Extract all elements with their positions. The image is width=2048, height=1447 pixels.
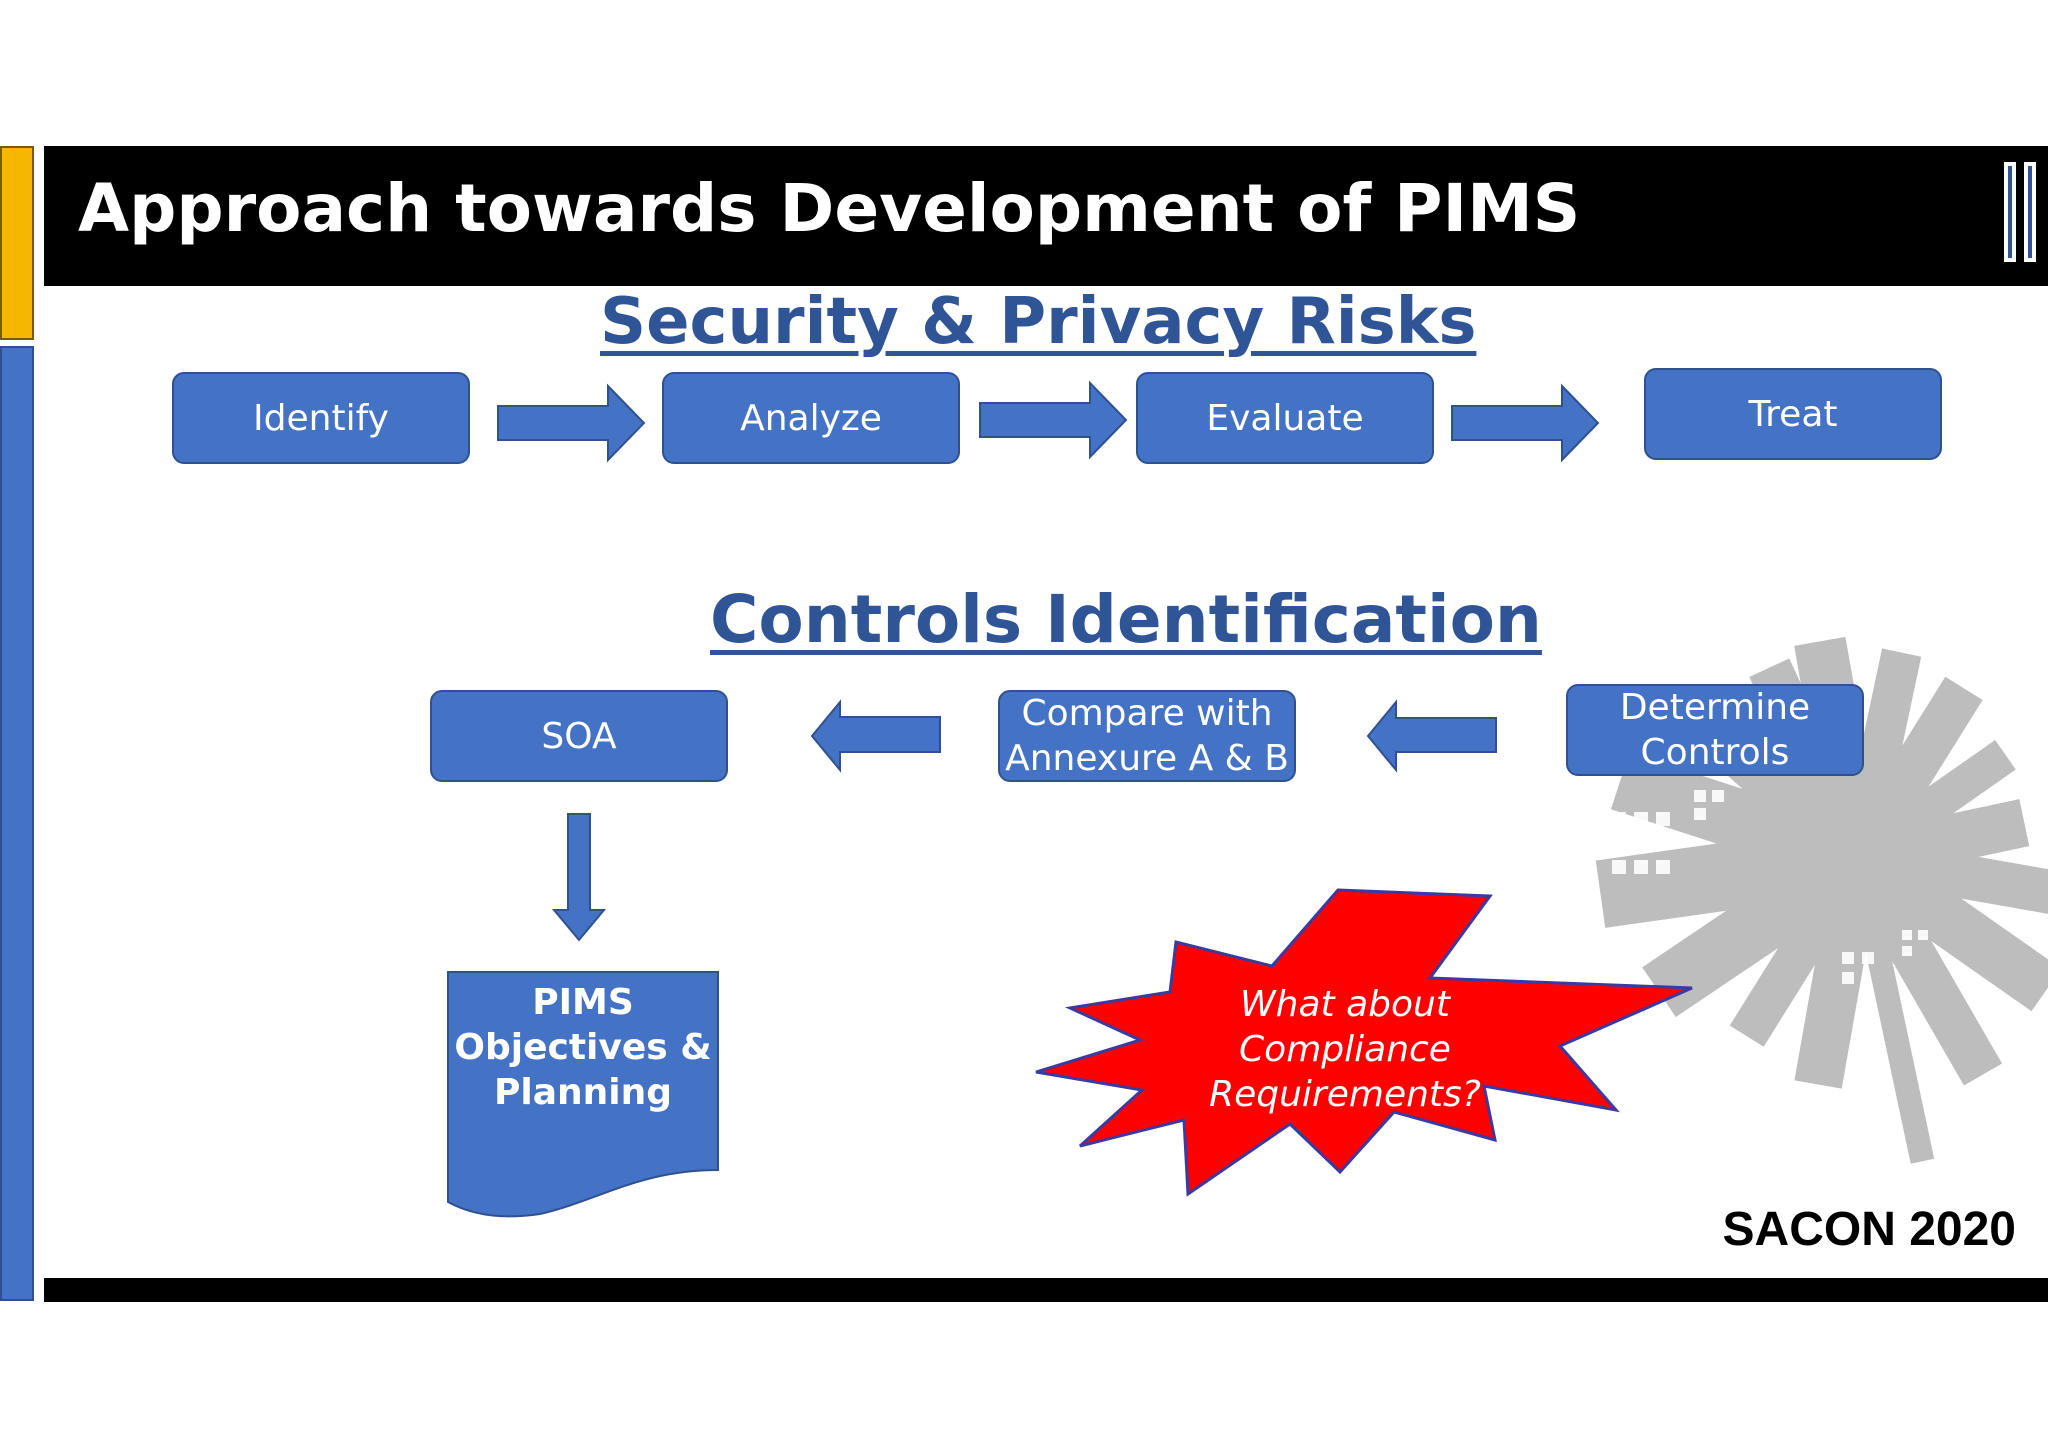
footer-bar bbox=[44, 1278, 2048, 1302]
step-label: Analyze bbox=[740, 397, 882, 439]
section-title-risks: Security & Privacy Risks bbox=[600, 285, 1477, 359]
accent-bar-yellow bbox=[0, 146, 34, 340]
arrow-down-icon bbox=[551, 813, 607, 942]
step-label: Compare with Annexure A & B bbox=[1005, 693, 1289, 779]
step-label: Evaluate bbox=[1206, 397, 1364, 439]
step-label: SOA bbox=[541, 715, 617, 757]
callout-starburst bbox=[1035, 888, 1693, 1197]
step-compare-annexure: Compare with Annexure A & B bbox=[998, 690, 1296, 782]
section-title-controls: Controls Identification bbox=[710, 581, 1542, 658]
city-radial-graphic bbox=[1595, 636, 2048, 1164]
slide-title: Approach towards Development of PIMS bbox=[78, 170, 1581, 247]
accent-bar-blue bbox=[0, 346, 34, 1301]
arrow-right-icon bbox=[1451, 383, 1600, 463]
step-soa: SOA bbox=[430, 690, 728, 782]
arrow-right-icon bbox=[497, 383, 646, 463]
arrow-left-icon bbox=[1366, 699, 1497, 773]
step-label: Determine Controls bbox=[1619, 687, 1811, 773]
step-evaluate: Evaluate bbox=[1136, 372, 1434, 464]
step-identify: Identify bbox=[172, 372, 470, 464]
step-label: Identify bbox=[253, 397, 389, 439]
document-label: PIMS Objectives & Planning bbox=[454, 982, 712, 1113]
step-treat: Treat bbox=[1644, 368, 1942, 460]
arrow-left-icon bbox=[810, 699, 941, 773]
step-determine-controls: Determine Controls bbox=[1566, 684, 1864, 776]
step-analyze: Analyze bbox=[662, 372, 960, 464]
footer-brand: SACON 2020 bbox=[1722, 1203, 2016, 1256]
document-shape bbox=[447, 971, 719, 1218]
header-logo-icon bbox=[2004, 162, 2036, 262]
step-label: Treat bbox=[1748, 393, 1838, 435]
title-bar bbox=[44, 146, 2048, 286]
arrow-right-icon bbox=[979, 380, 1128, 460]
callout-text: What about Compliance Requirements? bbox=[1209, 984, 1481, 1115]
